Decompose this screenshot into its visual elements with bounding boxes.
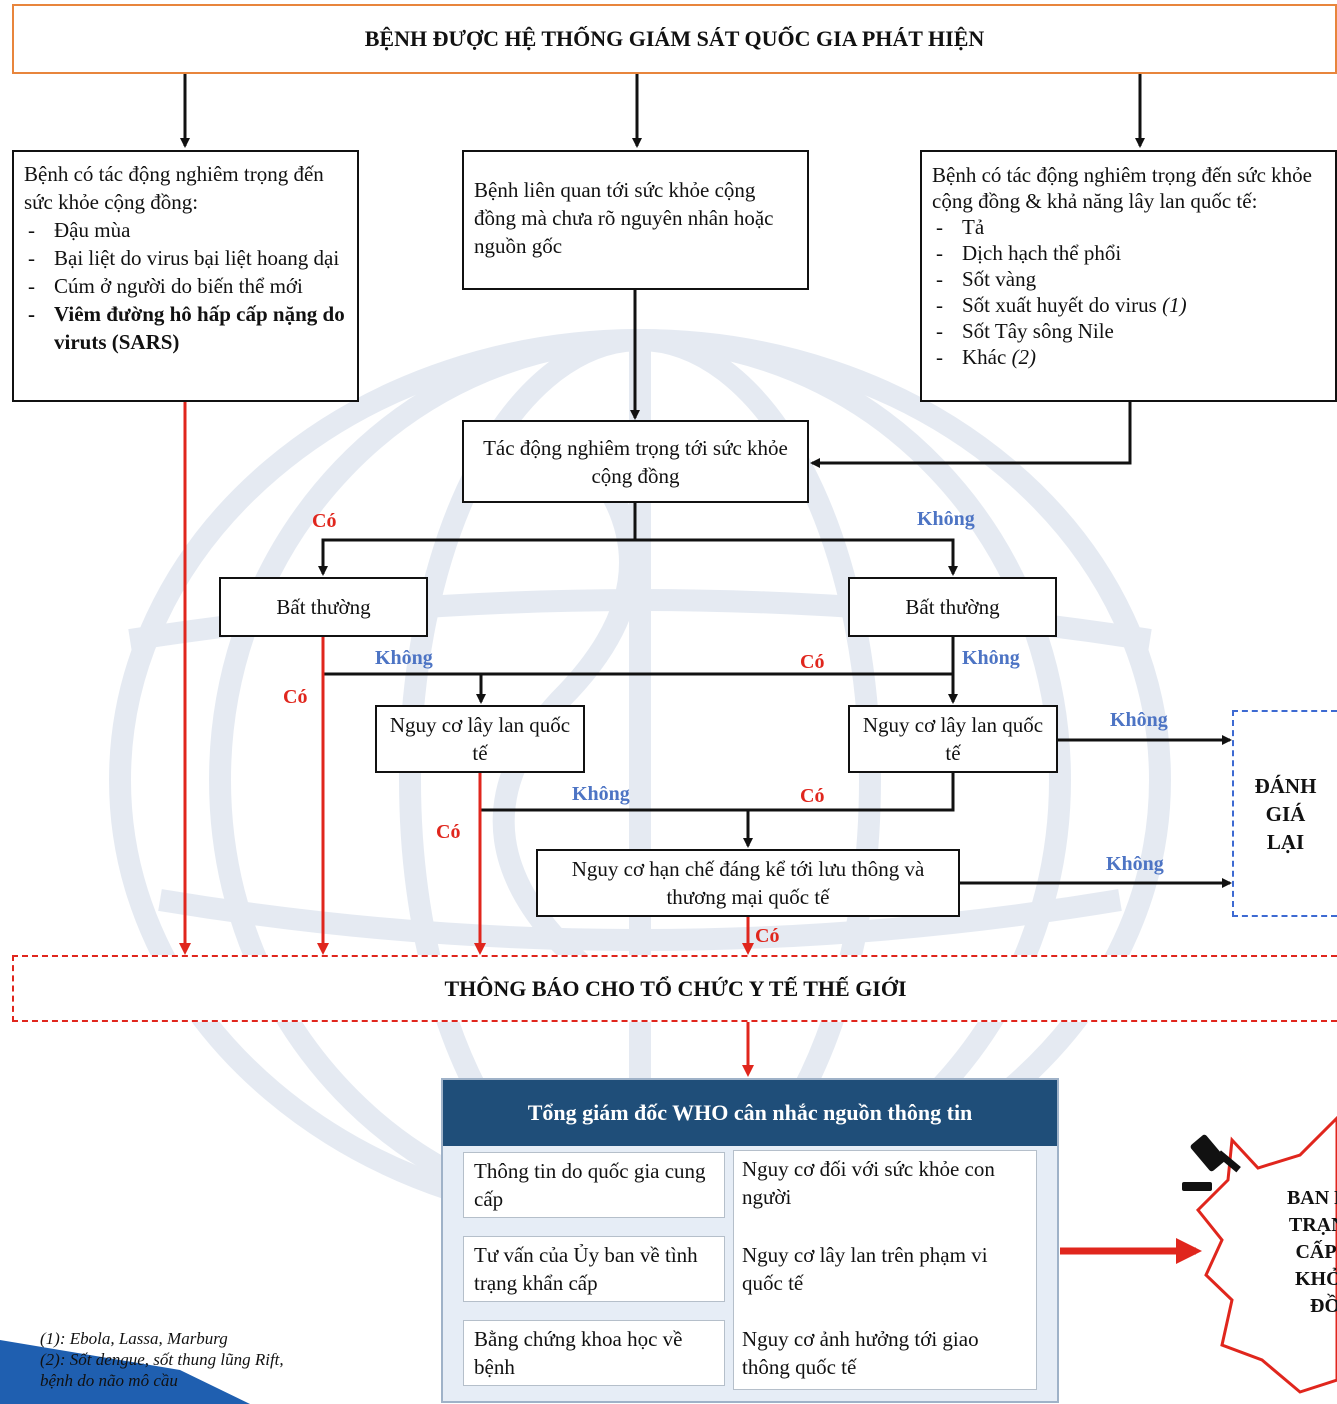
list-item: Đậu mùa [24, 216, 347, 244]
list-item: Sốt Tây sông Nile [932, 318, 1325, 344]
international-spread-disease-box: Bệnh có tác động nghiêm trọng đến sức kh… [920, 150, 1337, 402]
list-item: Sốt vàng [932, 266, 1325, 292]
unusual-right-text: Bất thường [905, 595, 1000, 619]
reassess-text: ĐÁNH GIÁ LẠI [1254, 773, 1317, 854]
risk-criterion: Nguy cơ lây lan trên phạm vi quốc tế [742, 1243, 988, 1295]
who-panel-title: Tổng giám đốc WHO cân nhắc nguồn thông t… [527, 1100, 973, 1125]
footnote-2: (2): Sốt dengue, sốt thung lũng Rift, [40, 1350, 284, 1369]
declaration-text: BAN BỐ TRẠNG CẤP V KHỎE ĐỒ [1245, 1185, 1337, 1320]
unusual-right-box: Bất thường [848, 577, 1057, 637]
declaration-line: KHỎE [1294, 1268, 1337, 1290]
unknown-cause-box: Bệnh liên quan tới sức khỏe cộng đồng mà… [462, 150, 809, 290]
risk-criteria-column: Nguy cơ đối với sức khỏe con người Nguy … [733, 1150, 1037, 1390]
info-source-text: Bằng chứng khoa học về bệnh [474, 1327, 683, 1379]
notify-who-box: THÔNG BÁO CHO TỔ CHỨC Y TẾ THẾ GIỚI [12, 955, 1337, 1022]
info-source-cell: Thông tin do quốc gia cung cấp [463, 1152, 725, 1218]
who-director-panel: Tổng giám đốc WHO cân nhắc nguồn thông t… [441, 1078, 1059, 1403]
reassess-box: ĐÁNH GIÁ LẠI [1232, 710, 1337, 917]
footnote-ref: (1) [1162, 293, 1187, 317]
no-label: Không [1106, 853, 1164, 875]
declaration-line: CẤP V [1295, 1241, 1337, 1263]
unusual-left-text: Bất thường [276, 595, 371, 619]
list-item-text: Sốt xuất huyết do virus [962, 293, 1157, 317]
footnote-2-cont: bệnh do não mô cầu [40, 1371, 178, 1390]
yes-label: Có [800, 651, 825, 673]
list-item-sars: Viêm đường hô hấp cấp nặng do viruts (SA… [24, 300, 347, 356]
footnote-1: (1): Ebola, Lassa, Marburg [40, 1329, 228, 1348]
serious-impact-text: Tác động nghiêm trọng tới sức khỏe cộng … [483, 435, 788, 488]
footnote-ref: (2) [1011, 345, 1037, 369]
serious-impact-box: Tác động nghiêm trọng tới sức khỏe cộng … [462, 420, 809, 503]
risk-criterion: Nguy cơ ảnh hưởng tới giao thông quốc tế [742, 1327, 979, 1379]
yes-label: Có [436, 821, 461, 843]
yes-label: Có [800, 785, 825, 807]
gavel-icon [1182, 1134, 1241, 1191]
footnotes: (1): Ebola, Lassa, Marburg (2): Sốt deng… [40, 1328, 284, 1391]
yes-label: Có [283, 686, 308, 708]
yes-label: Có [755, 925, 780, 947]
info-source-cell: Bằng chứng khoa học về bệnh [463, 1320, 725, 1386]
info-source-text: Thông tin do quốc gia cung cấp [474, 1159, 706, 1211]
severe-disease-intro: Bệnh có tác động nghiêm trọng đến sức kh… [24, 162, 324, 214]
spread-risk-right-box: Nguy cơ lây lan quốc tế [848, 705, 1058, 773]
list-item: Dịch hạch thể phổi [932, 240, 1325, 266]
no-label: Không [962, 647, 1020, 669]
list-item: Khác (2) [932, 344, 1325, 370]
no-label: Không [375, 647, 433, 669]
spread-disease-list: Tả Dịch hạch thể phổi Sốt vàng Sốt xuất … [932, 214, 1325, 370]
list-item: Sốt xuất huyết do virus (1) [932, 292, 1325, 318]
trade-restriction-box: Nguy cơ hạn chế đáng kể tới lưu thông và… [536, 849, 960, 917]
no-label: Không [572, 783, 630, 805]
list-item: Cúm ở người do biến thể mới [24, 272, 347, 300]
surveillance-detection-box: BỆNH ĐƯỢC HỆ THỐNG GIÁM SÁT QUỐC GIA PHÁ… [12, 4, 1337, 74]
unknown-cause-text: Bệnh liên quan tới sức khỏe cộng đồng mà… [474, 178, 774, 258]
risk-criterion: Nguy cơ đối với sức khỏe con người [742, 1157, 995, 1209]
surveillance-title: BỆNH ĐƯỢC HỆ THỐNG GIÁM SÁT QUỐC GIA PHÁ… [364, 26, 985, 51]
no-label: Không [917, 508, 975, 530]
list-item: Bại liệt do virus bại liệt hoang dại [24, 244, 347, 272]
unusual-left-box: Bất thường [219, 577, 428, 637]
declaration-line: ĐỒ [1310, 1295, 1337, 1317]
severe-disease-list: Đậu mùa Bại liệt do virus bại liệt hoang… [24, 216, 347, 356]
spread-risk-left-text: Nguy cơ lây lan quốc tế [389, 713, 571, 765]
severe-disease-box: Bệnh có tác động nghiêm trọng đến sức kh… [12, 150, 359, 402]
declaration-line: BAN BỐ [1286, 1187, 1337, 1209]
list-item-text: Sốt Tây sông Nile [962, 319, 1114, 343]
info-source-cell: Tư vấn của Ủy ban về tình trạng khẩn cấp [463, 1236, 725, 1302]
info-source-text: Tư vấn của Ủy ban về tình trạng khẩn cấp [474, 1243, 698, 1295]
trade-restriction-text: Nguy cơ hạn chế đáng kể tới lưu thông và… [571, 857, 925, 909]
spread-risk-right-text: Nguy cơ lây lan quốc tế [862, 713, 1044, 765]
no-label: Không [1110, 709, 1168, 731]
list-item: Tả [932, 214, 1325, 240]
notify-who-text: THÔNG BÁO CHO TỔ CHỨC Y TẾ THẾ GIỚI [444, 975, 907, 1001]
who-panel-header: Tổng giám đốc WHO cân nhắc nguồn thông t… [443, 1080, 1057, 1146]
declaration-line: TRẠNG [1288, 1214, 1337, 1236]
spread-disease-intro: Bệnh có tác động nghiêm trọng đến sức kh… [932, 163, 1312, 213]
spread-risk-left-box: Nguy cơ lây lan quốc tế [375, 705, 585, 773]
yes-label: Có [312, 510, 337, 532]
list-item-text: Khác [962, 345, 1007, 369]
